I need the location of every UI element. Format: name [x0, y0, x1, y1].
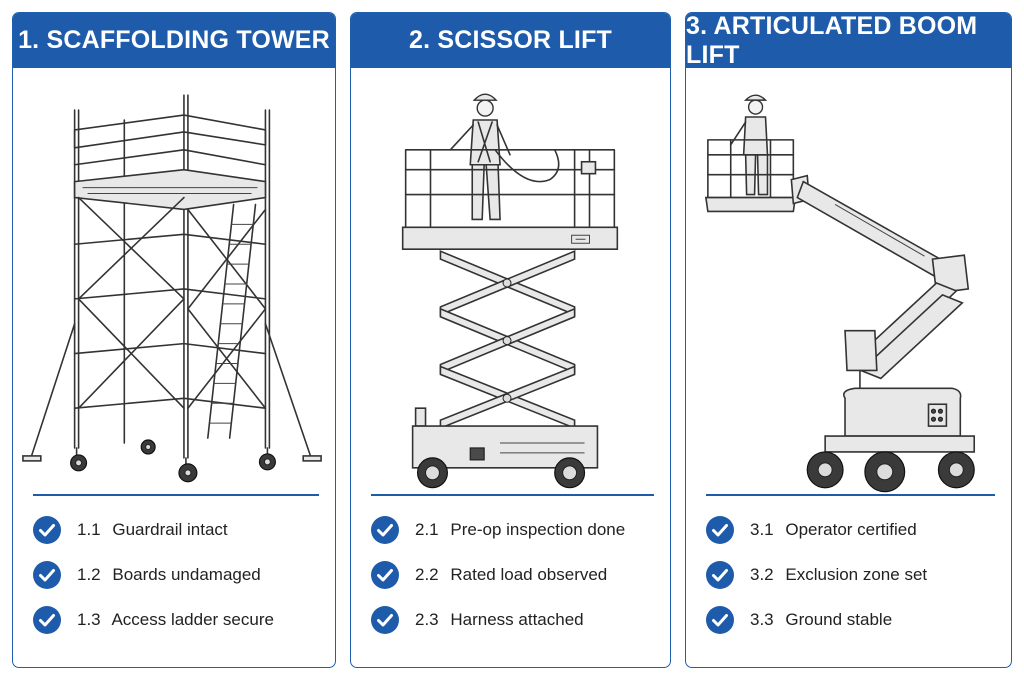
checklist-item: 2.2 Rated load observed — [371, 560, 625, 590]
check-circle-icon — [33, 516, 61, 544]
check-circle-icon — [371, 606, 399, 634]
panel-scissor-lift: 2. SCISSOR LIFT — [350, 12, 671, 668]
divider — [371, 494, 654, 496]
panel-title: 1. SCAFFOLDING TOWER — [13, 13, 335, 68]
checklist-item: 3.1 Operator certified — [706, 515, 927, 545]
item-label: Harness attached — [450, 610, 584, 629]
checklist-item: 1.3 Access ladder secure — [33, 605, 274, 635]
item-number: 3.3 — [750, 610, 774, 629]
scissor-lift-icon — [401, 93, 619, 489]
checklist-item: 2.1 Pre-op inspection done — [371, 515, 625, 545]
check-circle-icon — [706, 606, 734, 634]
item-label: Boards undamaged — [112, 565, 261, 584]
check-circle-icon — [706, 516, 734, 544]
check-circle-icon — [371, 561, 399, 589]
checklist: 2.1 Pre-op inspection done 2.2 Rated loa… — [371, 515, 625, 650]
check-circle-icon — [33, 606, 61, 634]
item-label: Guardrail intact — [112, 520, 228, 539]
checklist-item: 2.3 Harness attached — [371, 605, 625, 635]
item-label: Access ladder secure — [111, 610, 274, 629]
checklist: 1.1 Guardrail intact 1.2 Boards undamage… — [33, 515, 274, 650]
divider — [33, 494, 319, 496]
item-number: 1.2 — [77, 565, 101, 584]
check-circle-icon — [371, 516, 399, 544]
panel-title: 2. SCISSOR LIFT — [351, 13, 670, 68]
item-number: 3.2 — [750, 565, 774, 584]
checklist-item: 1.2 Boards undamaged — [33, 560, 274, 590]
item-number: 2.2 — [415, 565, 439, 584]
divider — [706, 494, 995, 496]
check-circle-icon — [33, 561, 61, 589]
panel-title: 3. ARTICULATED BOOM LIFT — [686, 13, 1011, 69]
item-label: Pre-op inspection done — [450, 520, 626, 539]
checklist-item: 3.3 Ground stable — [706, 605, 927, 635]
item-label: Ground stable — [785, 610, 893, 629]
checklist-item: 1.1 Guardrail intact — [33, 515, 274, 545]
check-circle-icon — [706, 561, 734, 589]
item-number: 1.1 — [77, 520, 101, 539]
item-number: 2.3 — [415, 610, 439, 629]
articulated-boom-lift-icon — [704, 94, 976, 493]
item-label: Exclusion zone set — [785, 565, 928, 584]
item-number: 1.3 — [77, 610, 101, 629]
item-number: 3.1 — [750, 520, 774, 539]
scaffolding-tower-icon — [22, 94, 322, 483]
panel-scaffolding-tower: 1. SCAFFOLDING TOWER — [12, 12, 336, 668]
panel-articulated-boom-lift: 3. ARTICULATED BOOM LIFT — [685, 12, 1012, 668]
item-label: Operator certified — [785, 520, 917, 539]
item-number: 2.1 — [415, 520, 439, 539]
checklist: 3.1 Operator certified 3.2 Exclusion zon… — [706, 515, 927, 650]
checklist-item: 3.2 Exclusion zone set — [706, 560, 927, 590]
item-label: Rated load observed — [450, 565, 608, 584]
